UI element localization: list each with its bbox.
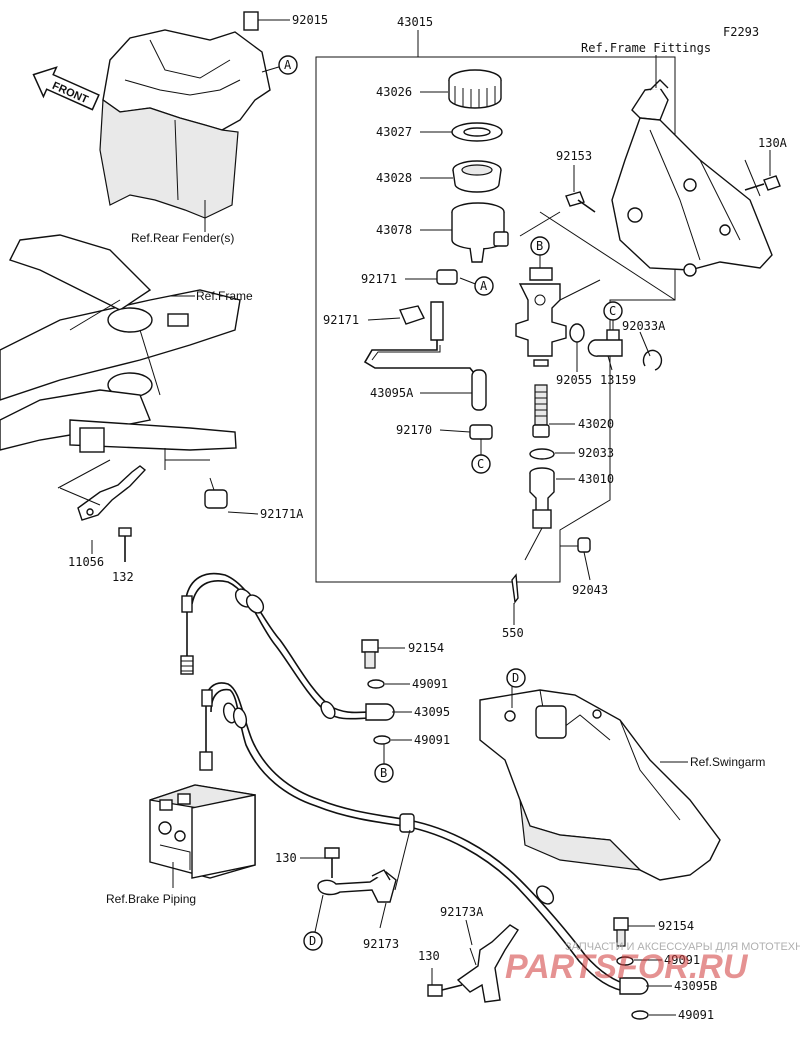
banjo-43095 — [365, 703, 395, 721]
banjo-bolt-92154-lower — [613, 917, 629, 947]
part-92043: 92043 — [572, 583, 608, 597]
part-92171-upper: 92171 — [361, 272, 397, 286]
hose-fitting-upper — [399, 301, 444, 341]
part-130A: 130A — [758, 136, 788, 150]
part-13159: 13159 — [600, 373, 636, 387]
part-92171-lower: 92171 — [323, 313, 359, 327]
bolt-130-lower — [427, 984, 463, 997]
reservoir-43078 — [451, 202, 509, 263]
callout-b-2: B — [380, 766, 387, 780]
ref-frame: Ref.Frame — [196, 289, 253, 303]
part-49091-b: 49091 — [414, 733, 450, 747]
bolt-130 — [324, 847, 340, 878]
master-cylinder-body: B — [515, 236, 567, 367]
push-rod-43010 — [524, 467, 555, 561]
part-92173: 92173 — [363, 937, 399, 951]
part-43026: 43026 — [376, 85, 412, 99]
bolt-92153 — [565, 191, 596, 213]
ref-rear-fender: Ref.Rear Fender(s) — [131, 231, 234, 245]
diaphragm-43028 — [452, 160, 502, 193]
o-ring-92055 — [569, 323, 585, 343]
part-92170: 92170 — [396, 423, 432, 437]
part-130-lower: 130 — [418, 949, 440, 963]
cotter-pin-550 — [511, 573, 519, 604]
rear-fender-illustration — [99, 11, 271, 219]
part-43095: 43095 — [414, 705, 450, 719]
callout-c-2: C — [609, 304, 616, 318]
ref-frame-fittings: Ref.Frame Fittings — [581, 41, 711, 55]
frame-fittings-illustration — [611, 79, 773, 277]
part-49091-a: 49091 — [412, 677, 448, 691]
bracket-11056 — [57, 459, 147, 521]
washer-49091-a — [367, 679, 385, 689]
pin-92043 — [560, 537, 591, 553]
circlip-92033A — [642, 349, 663, 371]
frame-illustration — [0, 234, 241, 453]
part-43027: 43027 — [376, 125, 412, 139]
part-92055: 92055 — [556, 373, 592, 387]
bolt-130A — [744, 175, 781, 191]
bolt-132 — [118, 527, 132, 562]
callout-d-2: D — [512, 671, 519, 685]
part-130-upper: 130 — [275, 851, 297, 865]
part-43028: 43028 — [376, 171, 412, 185]
part-92033A: 92033A — [622, 319, 666, 333]
part-43020: 43020 — [578, 417, 614, 431]
piston-43020 — [532, 384, 550, 438]
part-49091-d: 49091 — [678, 1008, 714, 1022]
brake-hose-lower — [204, 682, 631, 986]
plate-43027 — [451, 122, 503, 142]
callout-d-1: D — [309, 934, 316, 948]
brake-hose-upper — [185, 572, 373, 714]
fitting-13159: C — [587, 301, 623, 357]
reservoir-cap-43026 — [448, 69, 502, 109]
diagram-code: F2293 — [723, 25, 759, 39]
washer-49091-c — [616, 956, 634, 966]
hose-43095A — [363, 340, 479, 379]
callout-b-1: B — [536, 239, 543, 253]
circlip-92033 — [529, 448, 555, 460]
banjo-43095B — [619, 977, 649, 995]
washer-49091-b — [373, 735, 391, 745]
callout-c-1: C — [477, 457, 484, 471]
washer-49091-d — [631, 1010, 649, 1020]
part-49091-c: 49091 — [664, 953, 700, 967]
swingarm-illustration — [479, 689, 721, 881]
clamp-92170 — [469, 424, 493, 440]
part-11056: 11056 — [68, 555, 104, 569]
clamp-92173 — [317, 869, 397, 903]
clamp-92171A — [204, 477, 228, 509]
ref-brake-piping: Ref.Brake Piping — [106, 892, 196, 906]
part-43095A: 43095A — [370, 386, 414, 400]
callout-a-2: A — [480, 279, 488, 293]
part-43010: 43010 — [578, 472, 614, 486]
bracket-92173A — [456, 924, 519, 1003]
part-92154-lower: 92154 — [658, 919, 694, 933]
part-43015: 43015 — [397, 15, 433, 29]
part-92015: 92015 — [292, 13, 328, 27]
ref-swingarm: Ref.Swingarm — [690, 755, 765, 769]
part-92173A: 92173A — [440, 905, 484, 919]
banjo-bolt-92154-upper — [361, 639, 379, 669]
clamp-92171-upper — [436, 269, 458, 285]
watermark-logo: PARTSFOR.RU — [505, 948, 749, 986]
abs-unit-illustration — [149, 784, 256, 879]
part-92154-upper: 92154 — [408, 641, 444, 655]
part-43078: 43078 — [376, 223, 412, 237]
part-550: 550 — [502, 626, 524, 640]
part-92033: 92033 — [578, 446, 614, 460]
part-92153: 92153 — [556, 149, 592, 163]
watermark-tagline: ЗАПЧАСТИ И АКСЕССУАРЫ ДЛЯ МОТОТЕХНИКИ — [565, 941, 800, 953]
callout-a-1: A — [284, 58, 292, 72]
part-132: 132 — [112, 570, 134, 584]
front-arrow-icon: FRONT — [32, 66, 100, 111]
part-43095B: 43095B — [674, 979, 717, 993]
part-92171A: 92171A — [260, 507, 304, 521]
